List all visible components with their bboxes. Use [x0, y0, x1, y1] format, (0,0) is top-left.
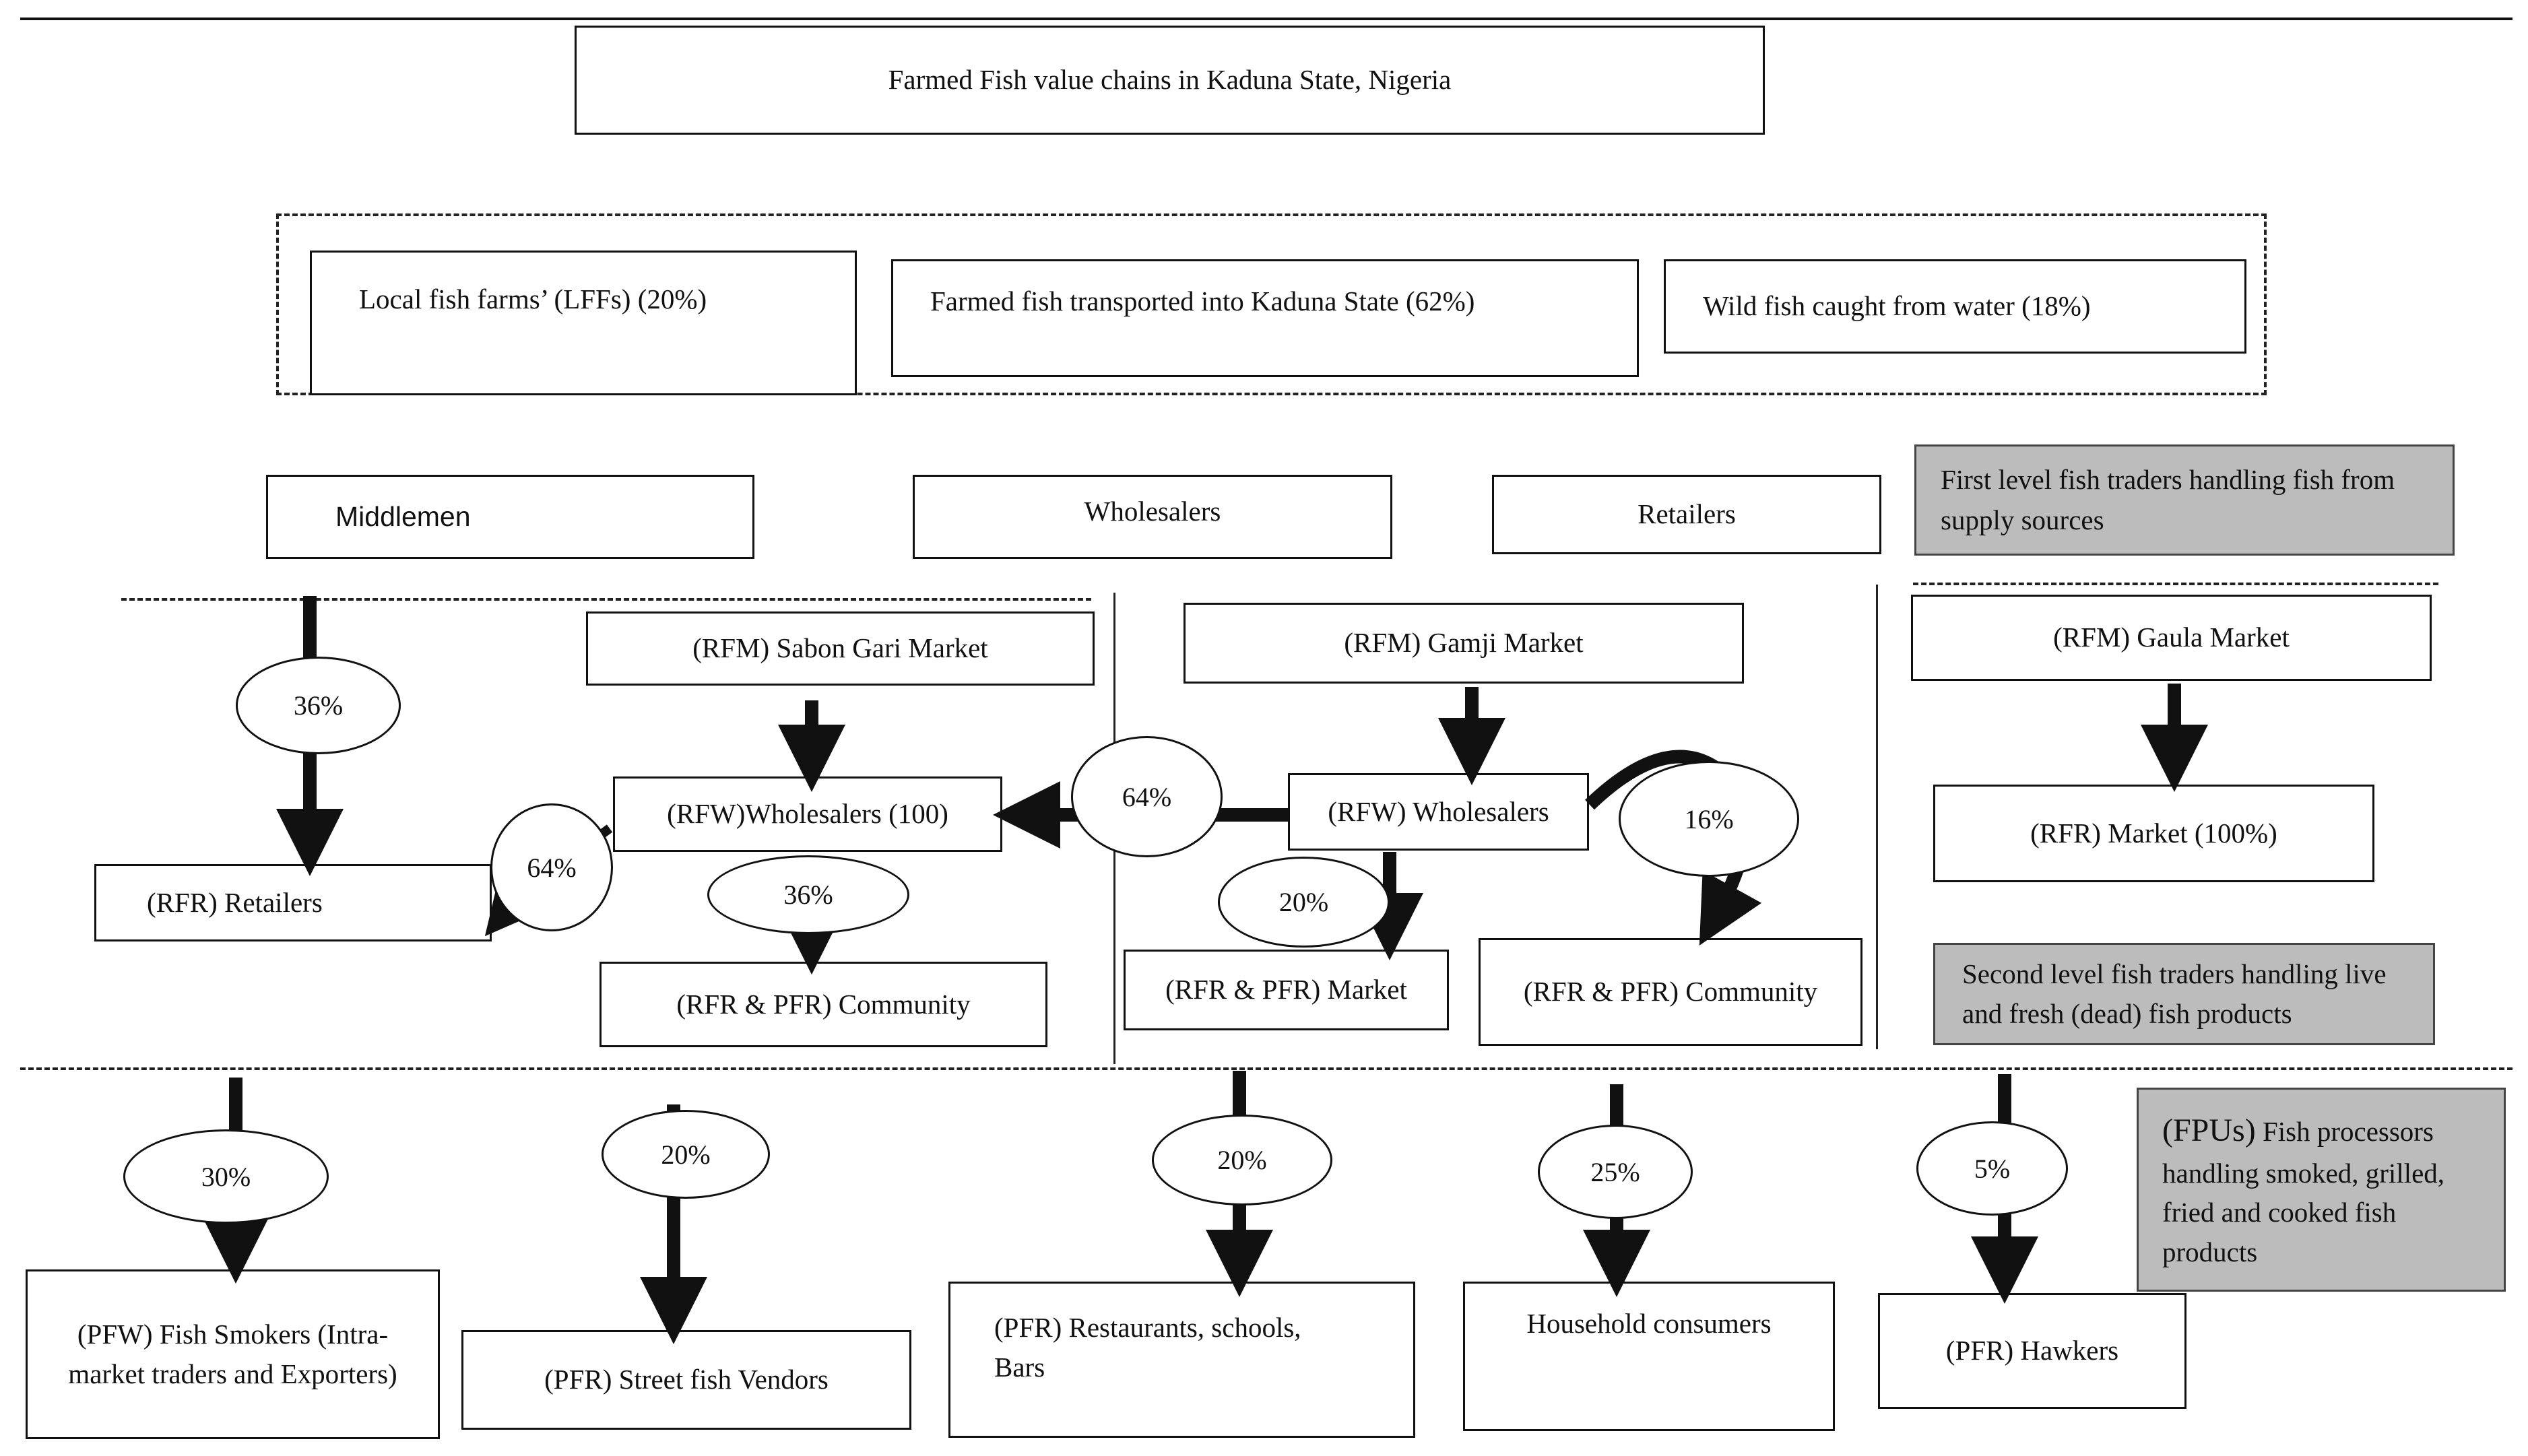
restaurants-schools-bars: (PFR) Restaurants, schools, Bars: [948, 1282, 1415, 1438]
pct-gamji-to-sabon: 64%: [1071, 736, 1223, 857]
processors-legend-body: Fish processors handling smoked, grilled…: [2162, 1116, 2445, 1267]
middlemen-box: Middlemen: [266, 475, 754, 559]
gaula-market: (RFM) Gaula Market: [1911, 595, 2432, 681]
retailers-rfr: (RFR) Retailers: [94, 864, 492, 941]
gamji-community: (RFR & PFR) Community: [1479, 938, 1862, 1046]
top-rule: [20, 18, 2513, 20]
sabon-gari-wholesalers: (RFW)Wholesalers (100): [613, 776, 1002, 852]
sources-group: [276, 213, 2267, 395]
processors-legend: (FPUs) Fish processors handling smoked, …: [2137, 1088, 2506, 1292]
pct-middlemen-retailers: 36%: [236, 657, 401, 754]
hawkers: (PFR) Hawkers: [1878, 1293, 2186, 1409]
source-wild: Wild fish caught from water (18%): [1664, 259, 2246, 354]
pct-household: 25%: [1538, 1125, 1693, 1219]
gamji-rfr-pfr-market: (RFR & PFR) Market: [1124, 950, 1449, 1030]
sabon-gari-market: (RFM) Sabon Gari Market: [586, 611, 1095, 686]
processors-legend-abbr: (FPUs): [2162, 1113, 2256, 1149]
processors-legend-text: (FPUs) Fish processors handling smoked, …: [2162, 1108, 2490, 1271]
separator-first-level-right: [1913, 583, 2438, 585]
sabon-gari-community: (RFR & PFR) Community: [599, 962, 1047, 1047]
source-transported: Farmed fish transported into Kaduna Stat…: [891, 259, 1639, 377]
fish-smokers: (PFW) Fish Smokers (Intra-market traders…: [26, 1269, 440, 1439]
separator-first-level: [121, 598, 1091, 601]
source-local-farms: Local fish farms’ (LFFs) (20%): [310, 251, 857, 395]
diagram-title: Farmed Fish value chains in Kaduna State…: [575, 26, 1765, 135]
pct-gamji-to-community: 16%: [1619, 761, 1799, 877]
pct-sabon-to-community: 36%: [707, 855, 909, 934]
pct-smokers: 30%: [123, 1129, 329, 1224]
household-consumers: Household consumers: [1463, 1282, 1835, 1431]
street-vendors: (PFR) Street fish Vendors: [461, 1330, 911, 1430]
pct-street: 20%: [602, 1110, 770, 1199]
gaula-rfr-market: (RFR) Market (100%): [1933, 785, 2374, 882]
pct-gamji-to-market: 20%: [1218, 857, 1390, 948]
column-divider-2: [1876, 585, 1878, 1049]
wholesalers-box: Wholesalers: [913, 475, 1392, 559]
first-level-legend: First level fish traders handling fish f…: [1914, 444, 2455, 556]
pct-restaurants: 20%: [1152, 1115, 1332, 1205]
separator-second-level: [20, 1067, 2513, 1070]
pct-hawkers: 5%: [1916, 1121, 2068, 1216]
pct-sabon-to-retailers: 64%: [490, 803, 613, 931]
retailers-box: Retailers: [1492, 475, 1881, 554]
second-level-legend: Second level fish traders handling live …: [1933, 943, 2435, 1045]
gamji-market: (RFM) Gamji Market: [1184, 603, 1744, 684]
gamji-wholesalers: (RFW) Wholesalers: [1288, 773, 1589, 851]
